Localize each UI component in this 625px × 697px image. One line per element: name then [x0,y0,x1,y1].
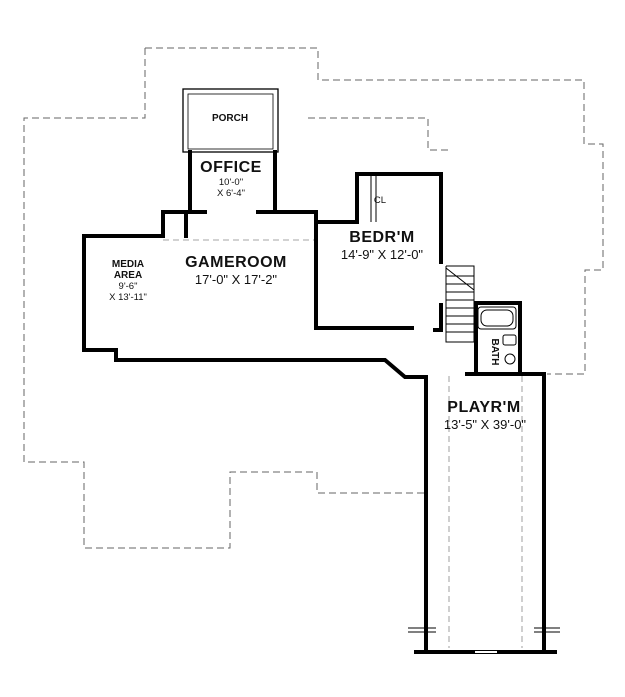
porch-label: PORCH [212,113,248,124]
gameroom-label: GAMEROOM [185,254,287,271]
walls [82,150,557,654]
roof-outline [23,47,604,549]
bath-fixtures [477,306,517,365]
playroom-dim: 13'-5" X 39'-0" [444,417,527,432]
closet-label: CL [374,195,386,206]
bath-label: BATH [489,338,500,365]
media-label-1: MEDIA [112,259,144,270]
wall-breaks [390,173,560,633]
bedroom-dim: 14'-9" X 12'-0" [341,247,424,262]
interior-dashed-lines [163,239,523,648]
office-label: OFFICE [200,159,262,176]
playroom-label: PLAYR'M [447,399,520,416]
bedroom-label: BEDR'M [349,229,414,246]
media-dim-2: X 13'-11" [109,292,147,303]
stair [445,265,475,343]
media-label-2: AREA [114,270,142,281]
office-dim-2: X 6'-4" [217,188,245,199]
porch [182,88,279,153]
gameroom-dim: 17'-0" X 17'-2" [195,272,278,287]
office-dim-1: 10'-0" [219,177,243,188]
media-dim-1: 9'-6" [119,281,138,292]
